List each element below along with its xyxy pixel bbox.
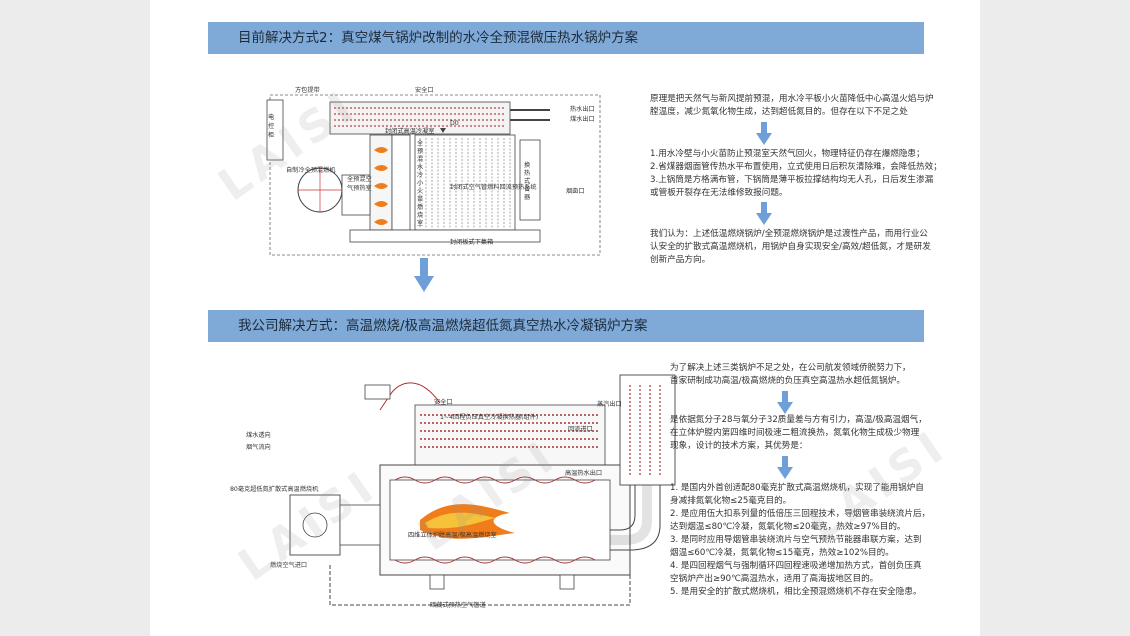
- label-d2-steam-out: 蒸汽出口: [597, 401, 622, 408]
- label-water-tank: 换热式省器: [524, 162, 531, 201]
- text-advantage-line: 1. 是国内外首创适配80毫克扩散式高温燃烧机，实现了能用锅炉自: [670, 483, 924, 493]
- section-banner-our-solution: 我公司解决方式：高温燃烧/极高温燃烧超低氮真空热水冷凝锅炉方案: [208, 310, 924, 342]
- down-arrow-text-2: [756, 202, 772, 225]
- text-drawback-line: 2.省煤器烟面管传热水平布置使用，立式使用日后积灰清除难，会降低热效；: [650, 162, 942, 172]
- label-d2-coal-return: 煤水透向: [246, 432, 271, 439]
- text-advantage-line: 烟温≤60℃冷凝，氮氧化物≤15毫克，热效≥102%目的。: [670, 548, 894, 558]
- text-opinion: 我们认为：上述低温燃烧锅炉/全预混燃烧锅炉是过渡性产品，而用行业公 认安全的扩散…: [650, 228, 931, 267]
- text-intro-line: 为了解决上述三类锅炉不足之处，在公司航发领域侨脱努力下，: [670, 363, 911, 373]
- label-d2-safety-valve: 安全口: [434, 399, 453, 406]
- down-arrow-text-4: [777, 456, 793, 479]
- flame-icon: [374, 183, 388, 189]
- text-intro-line: 首家研制成功高温/极高燃烧的负压真空高温热水超低氮锅炉。: [670, 376, 905, 386]
- flame-icon: [374, 219, 388, 225]
- diagram-vacuum-condensing-boiler: [289, 374, 676, 606]
- text-our-solution-intro: 为了解决上述三类锅炉不足之处，在公司航发领域侨脱努力下， 首家研制成功高温/极高…: [670, 362, 911, 388]
- text-drawback-line: 3.上锅筒是方格满布管，下锅筒是薄平板拉撑结构均无人孔，日后发生渗漏: [650, 175, 934, 185]
- text-principle2-line: 在立体炉膛内第四维时间极速二粗流换热，氮氧化物生成极少物理: [670, 428, 920, 438]
- text-advantage-line: 达到烟温≤80℃冷凝，氮氧化物≤20毫克，热效≥97%目的。: [670, 522, 906, 532]
- label-mixer: 自制冷全预混燃机: [286, 167, 336, 174]
- text-principle-line: 膛温度，减少氮氧化物生成，达到超低氮目的。但存在以下不足之处: [650, 107, 908, 117]
- text-opinion-line: 认安全的扩散式高温燃烧机，用锅炉自身实现安全/高效/超低氮，才是研发: [650, 242, 931, 252]
- label-safety-valve: 安全口: [415, 87, 434, 94]
- flame-icon: [374, 201, 388, 207]
- label-d2-furnace: 四维立体炉膛高温/极高温燃烧室: [408, 532, 497, 539]
- section-banner-current-solution: 目前解决方式2：真空煤气锅炉改制的水冷全预混微压热水锅炉方案: [208, 22, 924, 54]
- diagram-vacuum-gas-boiler: [266, 94, 601, 256]
- label-d2-return-water: 回流进口: [568, 426, 593, 433]
- down-arrow-1: [414, 258, 434, 292]
- text-advantage-line: 4. 是四回程烟气与强制循环四回程速吸递增加热方式，首创负压真: [670, 561, 922, 571]
- flame-icon: [374, 147, 388, 153]
- label-water-cooled-chamber: 封闭式高温冷凝室: [385, 128, 435, 135]
- text-drawbacks: 1.用水冷壁与小火苗防止预混室天然气回火，物理特征仍存在爆燃隐患； 2.省煤器烟…: [650, 148, 942, 200]
- text-advantage-line: 空锅炉产出≥90℃高温热水，适用了高海拔地区目的。: [670, 574, 879, 584]
- text-drawback-line: 或管板开裂存在无法维修致报问题。: [650, 188, 788, 198]
- text-principle-2: 是依据氮分子28与氧分子32质量差与方有引力，高温/极高温烟气， 在立体炉膛内第…: [670, 414, 927, 453]
- text-opinion-line: 创新产品方向。: [650, 255, 711, 265]
- label-d2-hot-water-out: 高温热水出口: [565, 470, 603, 477]
- text-principle: 原理是把天然气与新风提前预混，用水冷平板小火苗降低中心高温火焰与炉 膛温度，减少…: [650, 93, 934, 119]
- label-preheat-chamber: 全预混空气预热室: [347, 176, 372, 192]
- text-advantage-line: 身减排氮氧化物≤25毫克目的。: [670, 496, 792, 506]
- label-control-cabinet: 电控柜: [268, 114, 275, 139]
- text-advantage-line: 2. 是应用伍大扣系列量的低倍压三回程技术，导烟管串装绕流片后，: [670, 509, 931, 519]
- label-d2-smoke-dir: 烟气流向: [246, 444, 271, 451]
- control-cabinet: [266, 99, 284, 161]
- text-advantages: 1. 是国内外首创适配80毫克扩散式高温燃烧机，实现了能用锅炉自 身减排氮氧化物…: [670, 482, 930, 599]
- label-fire-door: 方包提带: [295, 87, 320, 94]
- label-d2-burner: 80毫克超低氮扩散式高温燃烧机: [230, 486, 319, 493]
- text-principle2-line: 是依据氮分子28与氧分子32质量差与方有引力，高温/极高温烟气，: [670, 415, 927, 425]
- text-advantage-line: 3. 是同时应用导烟管串装绕流片与空气预热节能器串联方案，达到: [670, 535, 922, 545]
- text-principle-line: 原理是把天然气与新风提前预混，用水冷平板小火苗降低中心高温火焰与炉: [650, 94, 934, 104]
- label-d2-air-in: 燃烧空气进口: [270, 562, 308, 569]
- label-chimney-exit: 烟囱口: [566, 188, 585, 195]
- text-principle2-line: 现象，设计的技术方案，其优势是：: [670, 441, 808, 451]
- label-d2-bottom-pipe: 暗藏式预热空气管道: [430, 602, 486, 609]
- label-bottom-header: 封闭板式下集箱: [450, 239, 494, 246]
- text-opinion-line: 我们认为：上述低温燃烧锅炉/全预混燃烧锅炉是过渡性产品，而用行业公: [650, 229, 928, 239]
- label-hot-water-out: 热水出口: [570, 106, 595, 113]
- label-coal-out: 煤水出口: [570, 116, 595, 123]
- label-d2-vacuum-header: 1~4回程负压真空冷凝换热器(组件): [440, 414, 539, 421]
- label-plate-burner: 全预混水冷小火苗燃烧室: [417, 140, 424, 227]
- label-economizer: 封闭式空气管燃料回流预热系统: [450, 184, 537, 191]
- label-d0: D0: [450, 120, 459, 127]
- down-arrow-text-1: [756, 122, 772, 145]
- slide: 目前解决方式2：真空煤气锅炉改制的水冷全预混微压热水锅炉方案: [150, 0, 980, 636]
- text-advantage-line: 5. 是用安全的扩散式燃烧机，相比全预混燃烧机不存在安全隐患。: [670, 587, 922, 597]
- down-arrow-text-3: [777, 391, 793, 414]
- flame-icon: [374, 165, 388, 171]
- text-drawback-line: 1.用水冷壁与小火苗防止预混室天然气回火，物理特征仍存在爆燃隐患；: [650, 149, 925, 159]
